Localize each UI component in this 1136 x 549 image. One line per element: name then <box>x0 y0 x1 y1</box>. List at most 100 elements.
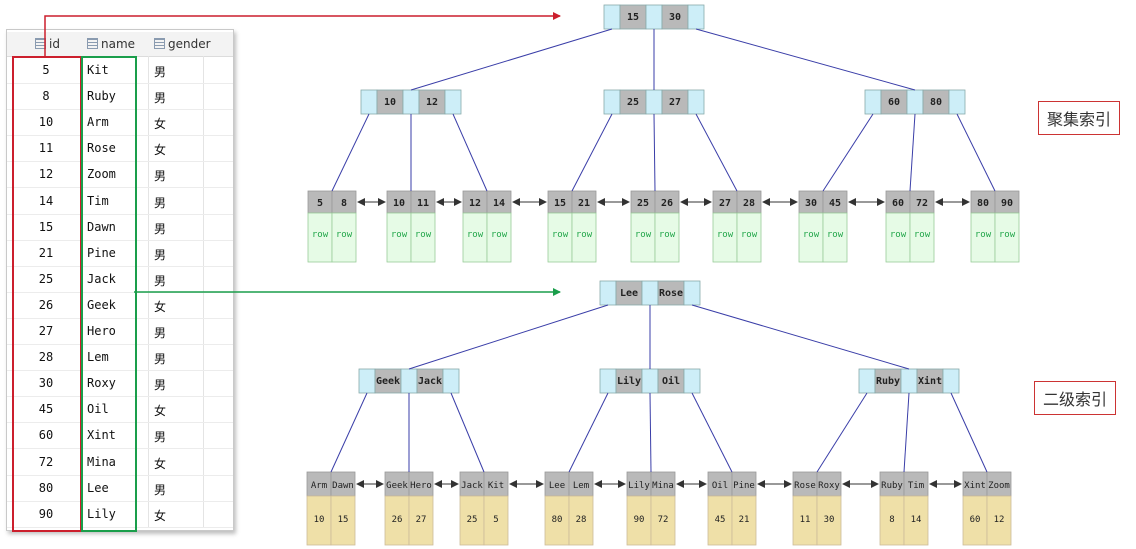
cell-id: 21 <box>38 245 54 260</box>
clustered-leaf-row-cell <box>630 212 656 263</box>
secondary-leaf-id-cell <box>792 495 818 546</box>
cell-gender: 男 <box>154 326 167 340</box>
secondary-root-key: Lee <box>620 288 638 299</box>
secondary-leaf-id: 26 <box>392 515 403 525</box>
secondary-internal-pointer-cell <box>442 368 460 394</box>
cell-name: Oil <box>87 402 109 417</box>
cell-name: Ruby <box>87 89 116 104</box>
header-gender[interactable]: gender <box>154 37 211 51</box>
secondary-leaf-key: Hero <box>410 481 432 491</box>
clustered-leaf-row-cell <box>462 212 488 263</box>
cell-name: Rose <box>87 141 116 156</box>
secondary-internal-key: Ruby <box>876 376 900 387</box>
cell-id: 80 <box>38 480 54 495</box>
secondary-leaf-key: Mina <box>652 481 674 491</box>
clustered-root-pointer-cell <box>645 4 663 30</box>
secondary-leaf-id: 12 <box>994 515 1005 525</box>
clustered-internal-pointer-cell <box>645 89 663 115</box>
secondary-leaf-id: 25 <box>467 515 478 525</box>
secondary-leaf-id: 15 <box>338 515 349 525</box>
tree-edge <box>649 392 652 473</box>
clustered-leaf-row-cell <box>331 212 357 263</box>
clustered-internal-pointer-cell <box>402 89 420 115</box>
secondary-leaf-key-cell <box>384 471 410 497</box>
clustered-leaf-row: row <box>312 230 329 240</box>
secondary-leaf-key-cell <box>731 471 757 497</box>
cell-id: 28 <box>38 350 54 365</box>
secondary-internal-pointer-cell <box>942 368 960 394</box>
secondary-leaf-id-cell <box>879 495 905 546</box>
secondary-internal-key: Oil <box>662 375 680 387</box>
clustered-internal-key: 25 <box>627 97 639 108</box>
clustered-root-key-cell <box>619 4 647 30</box>
secondary-leaf-key: Arm <box>311 481 327 491</box>
cell-id: 72 <box>38 454 54 469</box>
secondary-leaf-id-cell <box>731 495 757 546</box>
clustered-leaf-row: row <box>827 230 844 240</box>
cell-gender: 男 <box>154 195 167 210</box>
secondary-internal-pointer-cell <box>641 368 659 394</box>
clustered-internal-key-cell <box>619 89 647 115</box>
secondary-leaf-id: 10 <box>314 515 325 525</box>
secondary-leaf-key: Tim <box>908 481 924 491</box>
cell-name: Zoom <box>87 167 116 182</box>
secondary-leaf-id: 45 <box>715 515 726 525</box>
tree-edge <box>691 392 733 473</box>
clustered-leaf-key: 45 <box>829 198 841 209</box>
clustered-leaf-key: 30 <box>805 198 817 209</box>
clustered-internal-pointer-cell <box>360 89 378 115</box>
secondary-leaf-id-cell <box>306 495 332 546</box>
clustered-internal-key-cell <box>880 89 908 115</box>
clustered-leaf-row: row <box>467 230 484 240</box>
secondary-internal-key-cell <box>657 368 685 394</box>
secondary-internal-pointer-cell <box>400 368 418 394</box>
secondary-leaf-key-cell <box>792 471 818 497</box>
secondary-leaf-key: Geek <box>386 481 408 491</box>
name-column-highlight <box>81 56 137 532</box>
header-name[interactable]: name <box>87 37 135 51</box>
cell-gender: 男 <box>154 221 167 236</box>
clustered-leaf-key: 25 <box>637 198 649 209</box>
secondary-leaf-id-cell <box>962 495 988 546</box>
tree-edge <box>822 113 874 192</box>
clustered-leaf-row: row <box>576 230 593 240</box>
secondary-leaf-key: Zoom <box>988 481 1010 491</box>
clustered-leaf-row-cell <box>885 212 911 263</box>
secondary-leaf-key: Oil <box>712 481 728 491</box>
clustered-internal-pointer-cell <box>864 89 882 115</box>
cell-gender: 男 <box>154 430 167 445</box>
tree-edge <box>816 392 868 473</box>
secondary-internal-key-cell <box>916 368 944 394</box>
clustered-leaf-key: 72 <box>916 198 928 209</box>
secondary-leaf-key: Dawn <box>332 481 354 491</box>
cell-name: Xint <box>87 428 116 443</box>
secondary-leaf-id: 72 <box>658 515 669 525</box>
clustered-leaf-key: 27 <box>719 198 731 209</box>
tree-edge <box>568 392 609 473</box>
secondary-index-label: 二级索引 <box>1034 381 1117 415</box>
clustered-leaf-row-cell <box>736 212 762 263</box>
secondary-root-pointer-cell <box>683 280 701 306</box>
tree-edge <box>695 113 738 192</box>
clustered-root-pointer-cell <box>687 4 705 30</box>
clustered-leaf-row: row <box>717 230 734 240</box>
secondary-leaf-id-cell <box>816 495 842 546</box>
